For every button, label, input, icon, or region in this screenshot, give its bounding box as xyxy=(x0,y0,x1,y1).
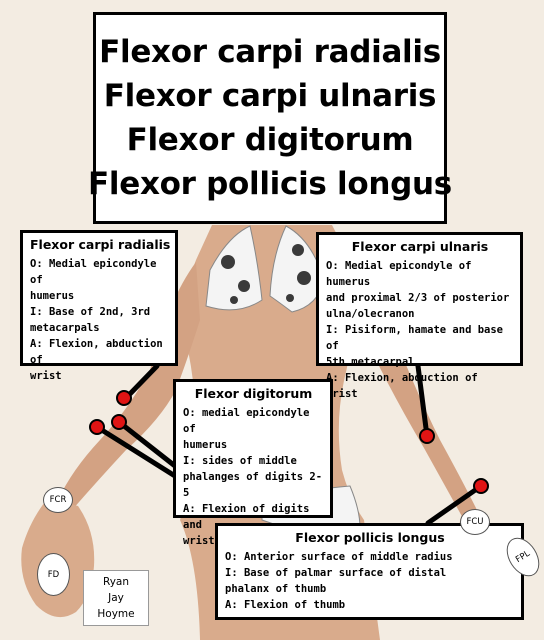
leader-fcu xyxy=(415,363,430,439)
leader-fd-upper xyxy=(94,424,178,479)
title-line-fcr: Flexor carpi radialis xyxy=(99,34,441,70)
origin-line-cont: and proximal 2/3 of posterior xyxy=(326,292,510,304)
leader-fpl xyxy=(425,483,484,526)
tag-fcr: FCR xyxy=(43,487,73,513)
swimsuit-top-right xyxy=(269,225,325,313)
author-credit: Ryan Jay Hoyme xyxy=(83,570,149,626)
insertion-line-cont: phalanx of thumb xyxy=(225,583,327,595)
marker-fd-upper xyxy=(89,419,105,435)
tag-fd: FD xyxy=(37,553,70,596)
author-middle-name: Jay xyxy=(108,592,124,604)
info-box-flexor-carpi-radialis: Flexor carpi radialis O: Medial epicondy… xyxy=(20,230,178,382)
leader-lines xyxy=(94,363,484,526)
tag-fcu: FCU xyxy=(460,509,490,535)
marker-fd-lower xyxy=(111,414,127,430)
info-box-title: Flexor carpi radialis xyxy=(30,237,171,252)
action-line-cont: wrist xyxy=(30,370,62,382)
origin-line: O: medial epicondyle of xyxy=(183,407,310,435)
info-box-title: Flexor pollicis longus xyxy=(295,530,445,545)
title-box: Flexor carpi radialis Flexor carpi ulnar… xyxy=(88,12,452,224)
info-box-flexor-pollicis-longus: Flexor pollicis longus O: Anterior surfa… xyxy=(215,523,524,620)
origin-line: O: Anterior surface of middle radius xyxy=(225,551,453,563)
marker-fcr xyxy=(116,390,132,406)
leader-fd-lower xyxy=(116,419,178,469)
info-box-title: Flexor carpi ulnaris xyxy=(351,239,489,254)
author-last-name: Hoyme xyxy=(97,608,135,620)
origin-line-cont-2: ulna/olecranon xyxy=(326,308,415,320)
swimsuit-print xyxy=(221,244,311,304)
origin-line: O: Medial epicondyle of xyxy=(30,258,157,286)
insertion-line-cont: phalanges of digits 2-5 xyxy=(183,471,323,499)
action-line: A: Flexion of thumb xyxy=(225,599,346,611)
action-line: A: Flexion of digits and xyxy=(183,503,310,531)
marker-fpl xyxy=(473,478,489,494)
info-box-flexor-carpi-ulnaris: Flexor carpi ulnaris O: Medial epicondyl… xyxy=(316,232,523,400)
origin-line-cont: humerus xyxy=(30,290,75,302)
insertion-line-cont: 5th metacarpal xyxy=(326,356,415,368)
insertion-line: I: Base of palmar surface of distal xyxy=(225,567,447,579)
info-box-title: Flexor digitorum xyxy=(194,386,313,401)
action-line: A: Flexion, abduction of xyxy=(30,338,163,366)
author-first-name: Ryan xyxy=(102,576,130,588)
leader-fcr xyxy=(123,363,160,401)
action-line-cont: wrist xyxy=(183,535,215,547)
info-box-flexor-digitorum: Flexor digitorum O: medial epicondyle of… xyxy=(173,379,333,547)
origin-line: O: Medial epicondyle of humerus xyxy=(326,260,472,288)
markers xyxy=(89,390,489,494)
title-line-fpl: Flexor pollicis longus xyxy=(88,166,452,202)
insertion-line-cont: metacarpals xyxy=(30,322,100,334)
action-line: A: Flexion, abduction of wrist xyxy=(326,372,478,400)
insertion-line: I: sides of middle xyxy=(183,455,297,467)
insertion-line: I: Pisiform, hamate and base of xyxy=(326,324,504,352)
title-line-fd: Flexor digitorum xyxy=(126,122,414,158)
marker-fcu xyxy=(419,428,435,444)
insertion-line: I: Base of 2nd, 3rd xyxy=(30,306,151,318)
origin-line-cont: humerus xyxy=(183,439,228,451)
title-line-fcu: Flexor carpi ulnaris xyxy=(103,78,437,114)
